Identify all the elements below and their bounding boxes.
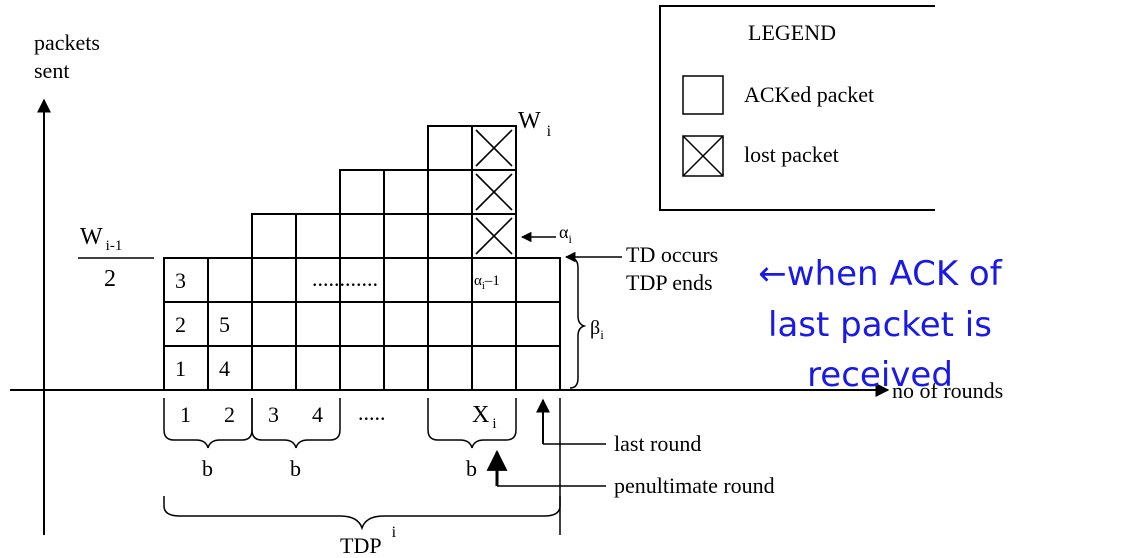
ack-note-line-3: received [807,355,953,395]
ack-note-line-1: ←when ACK of [758,254,1002,294]
b-braces [163,398,517,449]
round-label-3: 3 [268,402,279,427]
penultimate-label: penultimate round [614,473,775,498]
round-label-4: 4 [312,402,323,427]
ack-note: ←when ACK of last packet is received [758,254,1002,395]
cell-label-3: 3 [175,268,186,293]
b-label-1: b [202,456,213,481]
ack-note-line-2: last packet is [768,305,992,345]
lost-packet-marks [475,129,513,255]
legend-acked-label: ACKed packet [744,82,874,107]
round-ellipsis: ..... [358,400,386,425]
cell-label-2: 2 [175,312,186,337]
alpha-minus-one: αi–1 [474,273,500,292]
w-prev-denominator: 2 [104,266,116,292]
legend-lost-label: lost packet [744,142,839,167]
legend-title: LEGEND [748,20,836,45]
td-occurs-label: TD occurs [626,242,718,267]
x-axis-label: no of rounds [892,378,1003,403]
y-axis-label: packets [34,30,100,55]
beta-brace [569,257,587,389]
beta-label: βi [590,317,604,342]
tdp-ends-label: TDP ends [626,270,713,295]
packet-grid [163,125,561,391]
b-label-2: b [290,456,301,481]
alpha-label: αi [559,222,572,246]
acked-packet-swatch [682,75,724,115]
cell-label-5: 5 [219,312,230,337]
round-label-2: 2 [224,402,235,427]
b-label-3: b [466,456,477,481]
cell-label-4: 4 [219,356,230,381]
last-round-label: last round [614,431,701,456]
round-label-1: 1 [180,402,191,427]
tdp-brace [163,496,561,531]
y-axis-label-2: sent [34,58,69,83]
tdp-label: TDPi [340,524,397,558]
row-ellipsis: ............ [312,266,378,291]
legend: LEGEND ACKed packet lost packet [659,5,935,211]
cell-label-1: 1 [175,356,186,381]
